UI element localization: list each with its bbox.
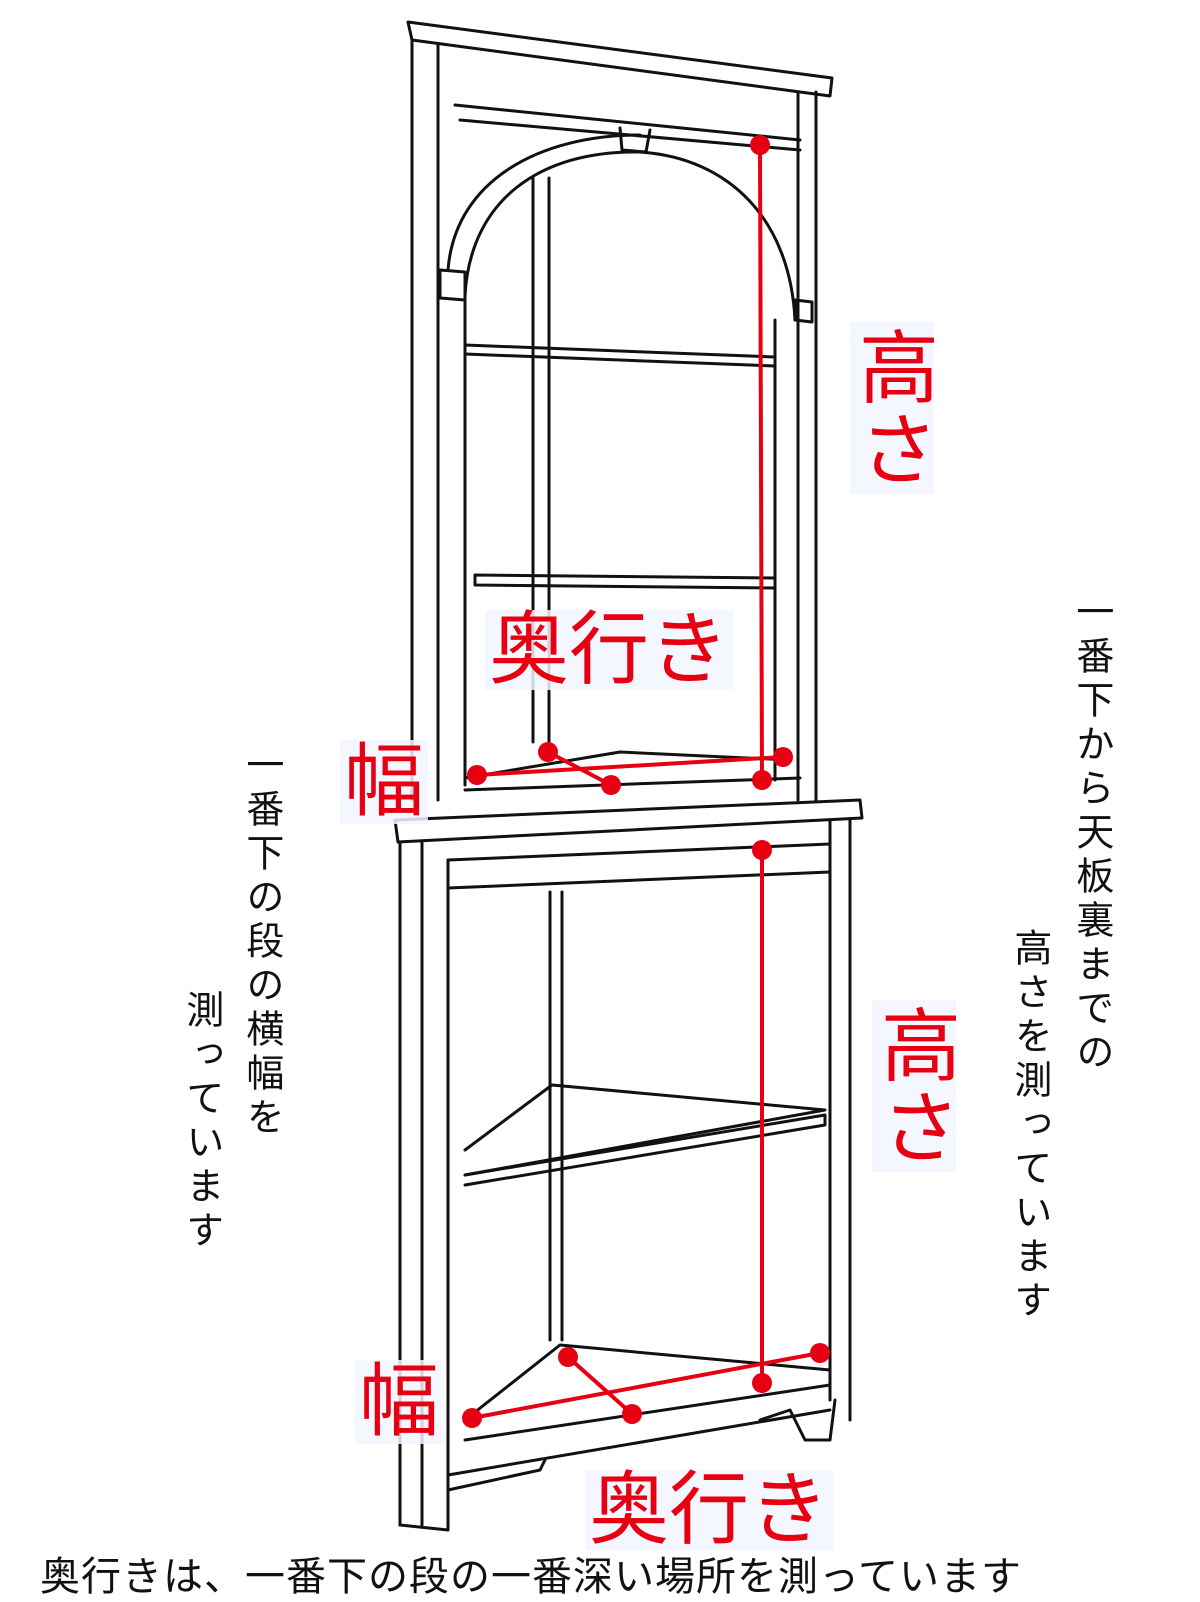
- upper-width-label: 幅: [340, 740, 428, 824]
- lower-depth-front-dot: [622, 1404, 642, 1424]
- upper-height-bottom-dot: [752, 770, 772, 790]
- upper-depth-front-dot: [601, 775, 621, 795]
- left-note-line1: 一番下の段の横幅を: [239, 745, 284, 1141]
- lower-width-left-dot: [462, 1408, 482, 1428]
- lower-depth-line: [566, 1355, 634, 1416]
- lower-width-line: [471, 1351, 821, 1420]
- upper-width-line: [476, 755, 784, 777]
- measurement-marks: [462, 135, 830, 1428]
- cabinet-line-art: [393, 20, 864, 1532]
- upper-depth-back-dot: [538, 742, 558, 762]
- left-note-line2: 測っています: [179, 990, 224, 1254]
- upper-width-left-dot: [467, 765, 487, 785]
- upper-height-top-dot: [750, 135, 770, 155]
- lower-width-label: 幅: [355, 1360, 443, 1444]
- right-note-line2: 高さを測っています: [1007, 928, 1052, 1324]
- lower-depth-label: 奥行き: [585, 1470, 833, 1550]
- lower-height-bottom-dot: [752, 1373, 772, 1393]
- lower-depth-back-dot: [558, 1347, 578, 1367]
- lower-height-top-dot: [752, 840, 772, 860]
- right-note-line1: 一番下から天板裏までの: [1069, 592, 1114, 1076]
- upper-depth-label: 奥行き: [485, 610, 733, 690]
- bottom-caption: 奥行きは、一番下の段の一番深い場所を測っています: [40, 1554, 1022, 1600]
- upper-height-label: 高さ: [846, 322, 939, 494]
- upper-height-line: [758, 144, 764, 781]
- upper-depth-line: [547, 750, 612, 787]
- upper-width-right-dot: [773, 747, 793, 767]
- lower-height-label: 高さ: [868, 1000, 961, 1172]
- lower-width-right-dot: [810, 1343, 830, 1363]
